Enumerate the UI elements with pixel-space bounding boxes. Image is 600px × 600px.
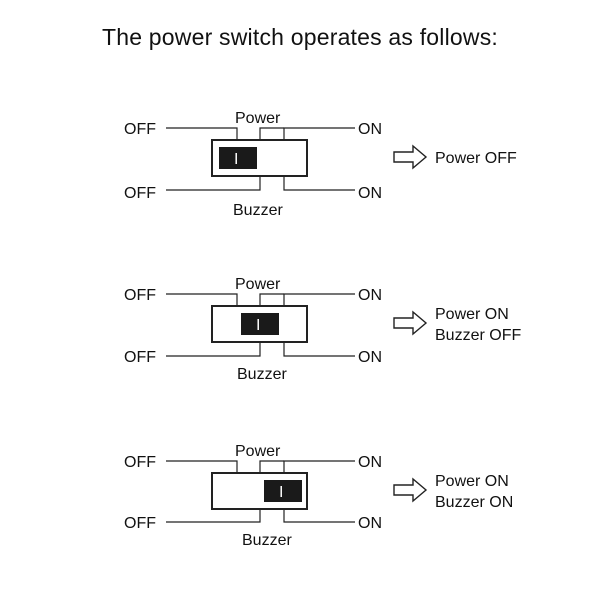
switch-slider [241, 313, 279, 335]
power-off-wire [166, 460, 238, 473]
result-arrow [393, 477, 428, 503]
buzzer-on-label: ON [358, 349, 382, 366]
buzzer-off-wire [166, 177, 261, 191]
power-label: Power [235, 443, 281, 460]
slide-switch-knob: I [264, 480, 302, 502]
buzzer-off-label: OFF [124, 349, 156, 366]
switch-slider-mark: I [256, 317, 260, 334]
result-line-2: Buzzer OFF [435, 327, 521, 344]
slide-switch-knob: I [219, 147, 257, 169]
power-on-wire [283, 460, 355, 473]
buzzer-on-wire [283, 343, 355, 357]
result-arrow [393, 144, 428, 170]
buzzer-label: Buzzer [237, 366, 287, 383]
result-line-1: Power OFF [435, 150, 517, 167]
switch-slider [264, 480, 302, 502]
buzzer-off-wire [166, 343, 261, 357]
buzzer-off-label: OFF [124, 515, 156, 532]
page-title: The power switch operates as follows: [101, 24, 499, 50]
slide-switch-body [211, 305, 308, 343]
switch-panel-1: OFF ON Power OFF ON Buzzer I Power OFF [124, 110, 517, 219]
switch-panel-2: OFF ON Power OFF ON Buzzer I Power ON Bu… [124, 276, 521, 383]
switch-panel-3: OFF ON Power OFF ON Buzzer I Power ON Bu… [124, 443, 513, 549]
power-on-label: ON [358, 121, 382, 138]
buzzer-off-label: OFF [124, 185, 156, 202]
switch-slider-mark: I [234, 151, 238, 168]
switch-slider [219, 147, 257, 169]
result-line-2: Buzzer ON [435, 494, 513, 511]
power-off-wire [166, 127, 238, 140]
switch-slider-mark: I [279, 484, 283, 501]
power-on-label: ON [358, 454, 382, 471]
buzzer-on-label: ON [358, 515, 382, 532]
power-center-contact [259, 293, 284, 306]
power-label: Power [235, 110, 281, 127]
power-center-contact [259, 460, 284, 473]
power-on-wire [283, 127, 355, 140]
buzzer-on-label: ON [358, 185, 382, 202]
buzzer-off-wire [166, 510, 261, 523]
power-on-wire [283, 293, 355, 306]
buzzer-on-wire [283, 177, 355, 191]
power-off-wire [166, 293, 238, 306]
buzzer-on-wire [283, 510, 355, 523]
buzzer-label: Buzzer [233, 202, 283, 219]
slide-switch-knob: I [241, 313, 279, 335]
power-label: Power [235, 276, 281, 293]
result-line-1: Power ON [435, 473, 509, 490]
power-off-label: OFF [124, 121, 156, 138]
result-line-1: Power ON [435, 306, 509, 323]
power-on-label: ON [358, 287, 382, 304]
power-center-contact [259, 127, 284, 140]
buzzer-label: Buzzer [242, 532, 292, 549]
power-off-label: OFF [124, 454, 156, 471]
power-off-label: OFF [124, 287, 156, 304]
result-arrow [393, 310, 428, 336]
